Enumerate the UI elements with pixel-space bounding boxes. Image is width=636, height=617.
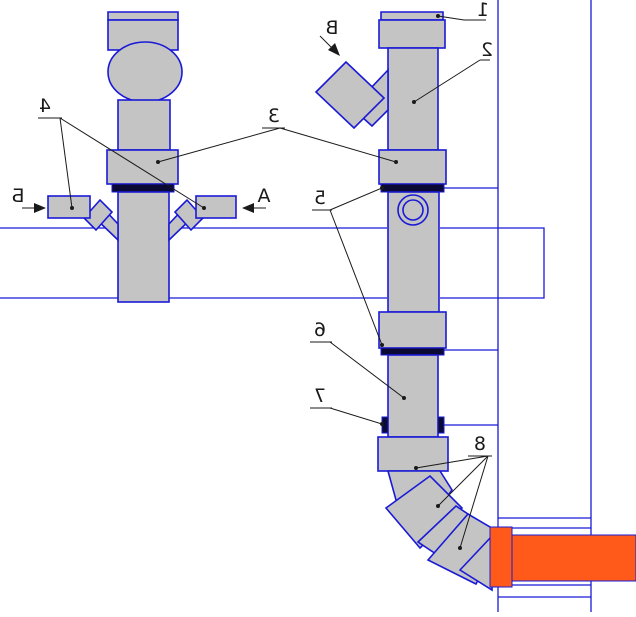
callout-3: 3 (268, 105, 280, 127)
leader-lines (38, 15, 492, 549)
callout-7: 7 (314, 385, 326, 407)
callout-6: 6 (314, 319, 326, 341)
callout-labels: 1 2 3 4 5 6 7 8 (39, 0, 493, 455)
floor-slab (0, 227, 545, 299)
view-label-b: Б (11, 185, 24, 207)
callout-4: 4 (39, 95, 51, 117)
left-riser (47, 11, 237, 303)
wall-lines (440, 0, 592, 612)
callout-5: 5 (314, 187, 326, 209)
view-arrow-b (22, 203, 46, 213)
view-arrow-v (319, 35, 340, 56)
view-label-v: В (325, 17, 338, 39)
right-riser (314, 11, 504, 592)
leader-dots (70, 14, 462, 550)
view-labels: Б A В (11, 17, 338, 207)
view-label-a: A (258, 185, 271, 207)
callout-1: 1 (477, 0, 489, 21)
outlet-pipe (489, 526, 636, 588)
callout-2: 2 (481, 39, 493, 61)
view-arrow-a (242, 203, 266, 213)
callout-8: 8 (474, 433, 486, 455)
